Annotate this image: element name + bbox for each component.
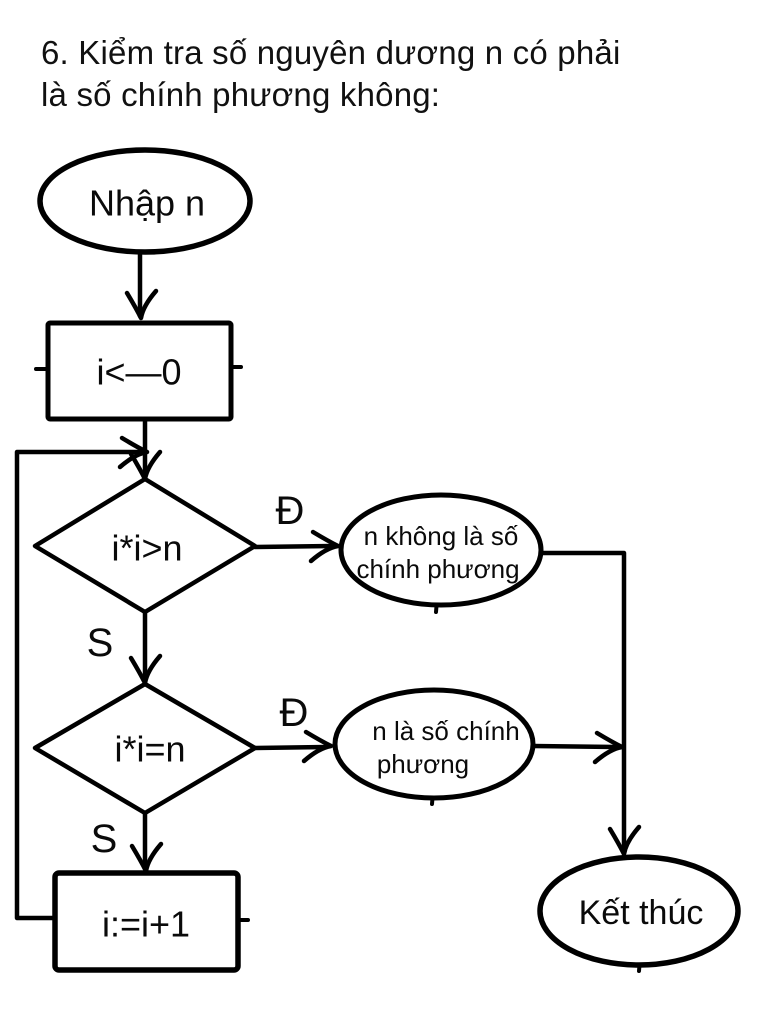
is-square-label-line1: n là số chính <box>372 716 519 746</box>
start-terminator-shape <box>37 147 253 255</box>
is-square-terminator-shape <box>332 687 536 801</box>
branch-labels: Đ S Đ S <box>87 489 309 861</box>
not-square-terminator-shape <box>338 492 544 608</box>
init-label: i<—0 <box>96 352 181 393</box>
title-line-2: là số chính phương không: <box>41 76 441 113</box>
edge-issquare-to-trunk <box>530 743 619 750</box>
flowchart-labels: Nhập n i<—0 i*i>n n không là số chính ph… <box>89 183 703 945</box>
increment-process-shape <box>52 870 241 973</box>
page-title: 6. Kiểm tra số nguyên dương n có phải là… <box>41 32 741 116</box>
title-line-1: 6. Kiểm tra số nguyên dương n có phải <box>41 34 621 71</box>
check-equal-decision-shape <box>32 681 258 816</box>
not-square-label-line2: chính phương <box>356 554 519 584</box>
branch-no-check2: S <box>91 817 118 861</box>
flowchart-shapes <box>32 147 741 973</box>
check-equal-label: i*i=n <box>114 729 185 770</box>
flowchart-edges <box>14 249 627 921</box>
arrowhead-right-into-trunk <box>592 730 625 765</box>
increment-label: i:=i+1 <box>102 904 190 945</box>
branch-yes-check1: Đ <box>276 489 305 533</box>
edge-loopback <box>14 449 143 921</box>
check-greater-decision-shape <box>32 476 258 615</box>
branch-yes-check2: Đ <box>280 691 309 735</box>
arrowhead-down-into-init <box>124 288 159 321</box>
edge-notsquare-to-end <box>537 550 627 853</box>
edge-check1-to-notsquare <box>252 543 335 550</box>
is-square-label-line2: phương <box>377 749 469 779</box>
end-label: Kết thúc <box>579 894 704 932</box>
not-square-label-line1: n không là số <box>364 521 519 551</box>
arrowhead-right-into-notsquare <box>308 529 341 564</box>
arrowhead-right-loop-junction <box>117 435 150 470</box>
end-terminator-shape <box>537 854 741 968</box>
branch-no-check1: S <box>87 621 114 665</box>
arrowhead-right-into-issquare <box>301 729 334 764</box>
arrowhead-down-into-end <box>607 824 642 857</box>
check-greater-label: i*i>n <box>111 528 182 569</box>
init-process-shape <box>45 320 234 422</box>
start-label: Nhập n <box>89 183 205 224</box>
edge-check2-to-issquare <box>252 744 329 751</box>
